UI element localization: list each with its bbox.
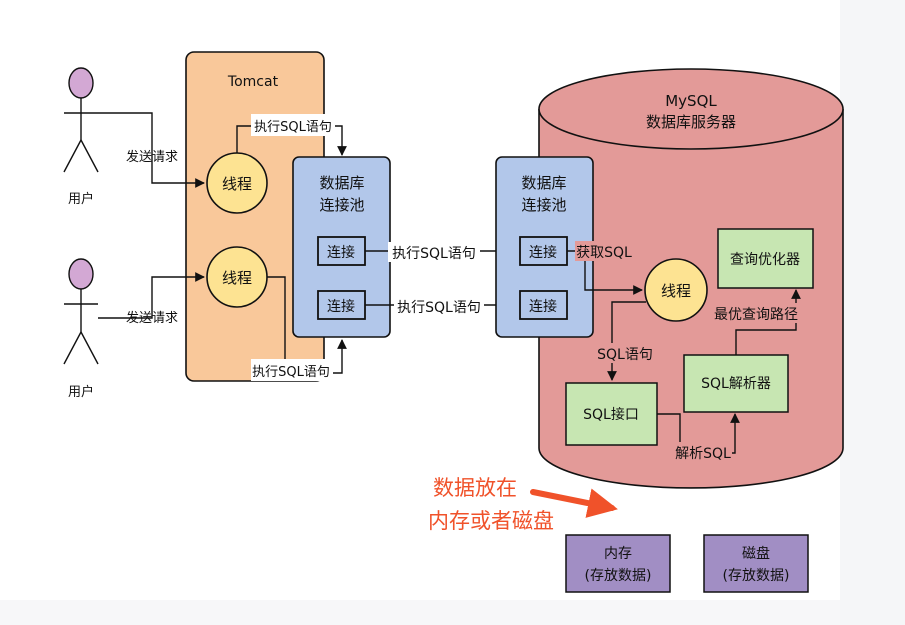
pool-title-line1: 数据库 [521,174,566,192]
user-label: 用户 [68,384,94,400]
note-line2: 内存或者磁盘 [428,509,554,533]
sql-interface-label: SQL接口 [583,406,639,423]
note-arrow [530,488,618,518]
request-arrow-top [98,112,205,188]
best-path-label: 最优查询路径 [714,307,798,323]
memory-storage-box: 内存 (存放数据) [565,534,671,593]
query-optimizer-label: 查询优化器 [730,252,800,268]
mysql-subtitle: 数据库服务器 [646,113,736,131]
pool-title-line1: 数据库 [319,174,364,192]
request-label-bottom: 发送请求 [126,310,178,326]
mysql-thread: 线程 [644,258,708,322]
disk-label: 磁盘 [742,545,770,562]
sql-parser-label: SQL解析器 [701,376,771,392]
pool-link-label-top: 执行SQL语句 [392,246,476,262]
memory-label: 内存 [604,546,632,562]
user-label: 用户 [68,191,94,207]
memory-detail: (存放数据) [585,568,652,584]
exec-sql-label-top: 执行SQL语句 [254,120,332,135]
exec-sql-label-bottom: 执行SQL语句 [252,365,330,380]
pool-title-line2: 连接池 [521,196,566,214]
thread-label: 线程 [222,269,252,287]
pool-title-line2: 连接池 [319,196,364,214]
request-arrow-bottom [98,272,205,319]
connection-label: 连接 [529,298,557,315]
thread-label: 线程 [661,282,691,300]
note-line1: 数据放在 [433,476,517,500]
request-label-top: 发送请求 [126,149,178,165]
tomcat-thread-top: 线程 [206,152,268,214]
app-connection-box-bottom [317,290,366,320]
connection-label: 连接 [327,298,355,315]
tomcat-title: Tomcat [227,74,279,90]
bottom-margin-strip [0,600,840,625]
app-connection-pool: 数据库 连接池 连接 连接 [292,156,391,338]
storage-note: 数据放在 内存或者磁盘 [428,476,618,533]
sql-interface-box: SQL接口 [565,382,658,446]
pool-link-label-bottom: 执行SQL语句 [397,300,481,316]
user-actor-bottom: 用户 [63,258,99,400]
tomcat-thread-bottom: 线程 [206,246,268,308]
sql-parser-box: SQL解析器 [683,354,789,413]
mysql-title: MySQL [665,92,717,110]
connection-label: 连接 [529,244,557,261]
user-actor-top: 用户 [63,67,99,207]
db-connection-box-bottom [519,290,568,320]
user-head [68,258,94,290]
connection-label: 连接 [327,244,355,261]
sql-statement-label: SQL语句 [597,347,653,363]
get-sql-label: 获取SQL [576,245,632,261]
query-optimizer-box: 查询优化器 [717,228,814,289]
parse-sql-label: 解析SQL [675,446,731,462]
thread-label: 线程 [222,175,252,193]
right-margin-panel [840,0,905,625]
disk-storage-box: 磁盘 (存放数据) [703,534,809,593]
user-head [68,67,94,99]
disk-detail: (存放数据) [723,568,790,584]
